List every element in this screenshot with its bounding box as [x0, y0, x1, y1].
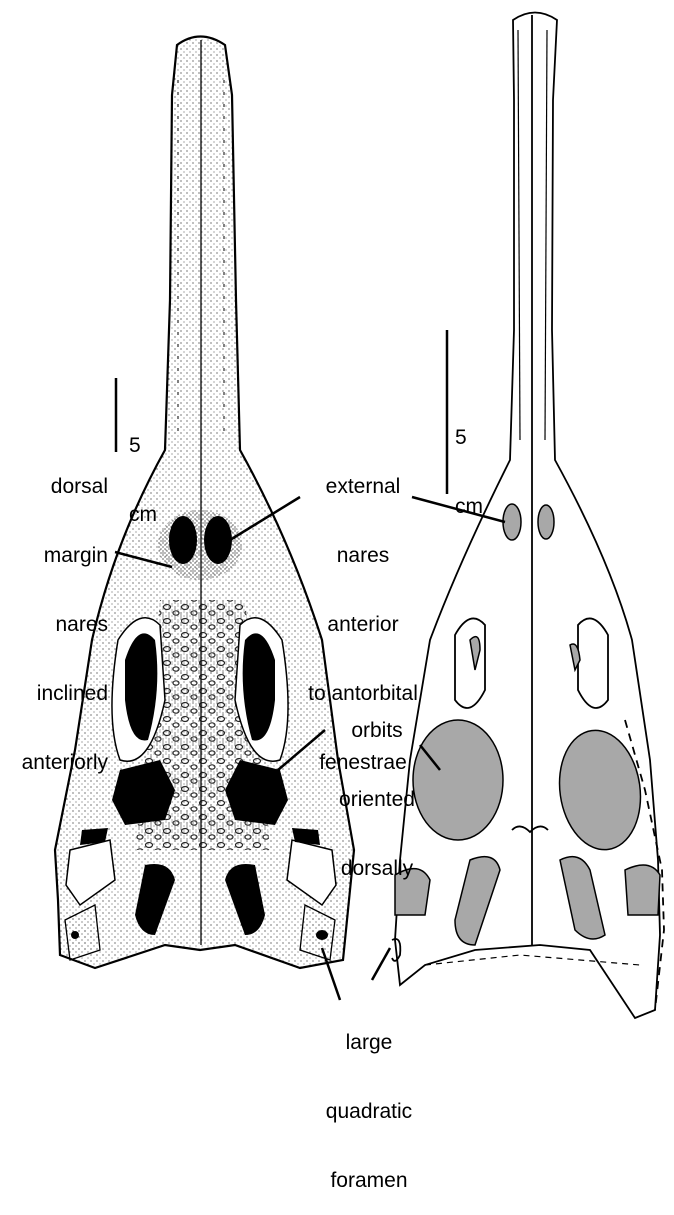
right-scale-value: 5: [455, 426, 483, 449]
label-line: oriented: [322, 788, 432, 811]
label-line: dorsal: [0, 475, 108, 498]
figure: 5 cm 5 cm dorsal margin nares inclined a…: [0, 0, 674, 1055]
left-scale-unit: cm: [129, 503, 157, 526]
label-line: nares: [288, 544, 438, 567]
label-line: foramen: [314, 1169, 424, 1192]
label-line: external: [288, 475, 438, 498]
right-supratemporal-right: [560, 857, 605, 939]
label-quadratic-foramen: large quadratic foramen: [314, 985, 424, 1215]
label-line: anterior: [288, 613, 438, 636]
label-dorsal-margin: dorsal margin nares inclined anteriorly: [0, 429, 108, 797]
label-line: dorsally: [322, 857, 432, 880]
left-naris-left: [169, 516, 197, 564]
label-line: margin: [0, 544, 108, 567]
label-orbits: orbits oriented dorsally: [322, 673, 432, 903]
label-line: orbits: [322, 719, 432, 742]
label-line: nares: [0, 613, 108, 636]
label-line: anteriorly: [0, 751, 108, 774]
left-scale-value: 5: [129, 434, 157, 457]
right-naris-right: [538, 505, 554, 539]
left-scale-label: 5 cm: [129, 388, 157, 549]
right-scale-unit: cm: [455, 495, 483, 518]
label-line: quadratic: [314, 1100, 424, 1123]
left-quadratic-foramen: [316, 930, 328, 940]
label-line: inclined: [0, 682, 108, 705]
right-naris-left: [503, 504, 521, 540]
label-line: large: [314, 1031, 424, 1054]
right-supratemporal-left: [455, 857, 500, 945]
right-orbit-right: [552, 725, 648, 855]
right-scale-label: 5 cm: [455, 380, 483, 541]
left-naris-right: [204, 516, 232, 564]
leader-quadratic-foramen-right: [372, 948, 390, 980]
